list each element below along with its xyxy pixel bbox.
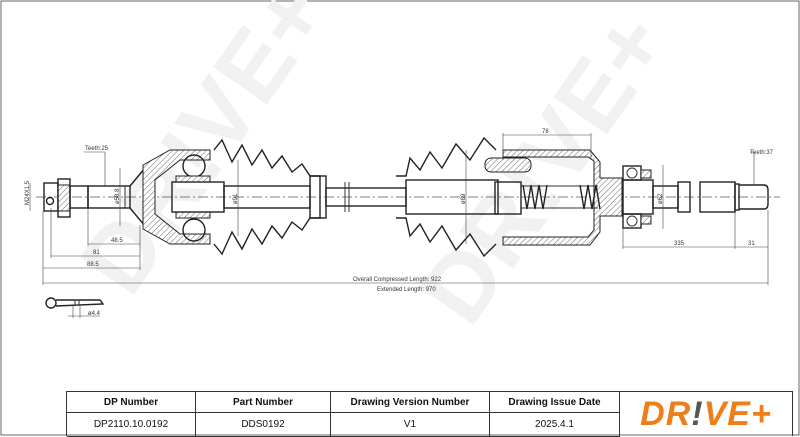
header-dp-number: DP Number xyxy=(67,392,196,413)
title-block-table: DP Number Part Number Drawing Version Nu… xyxy=(66,391,793,437)
overall-length-label: Overall Compressed Length: 922 xyxy=(353,277,442,283)
inner-boot xyxy=(396,136,497,258)
shaft-diameter-label: ø91 xyxy=(233,193,239,204)
outer-boot xyxy=(213,138,321,256)
thread-label: M24X1.5 xyxy=(25,180,31,205)
drive-plus-logo: DR!VE+ xyxy=(640,395,772,433)
value-drawing-version: V1 xyxy=(331,413,490,437)
bearing-diameter-label: ø62 xyxy=(658,193,664,204)
outer-cv-joint xyxy=(142,149,225,245)
dim-78: 78 xyxy=(542,129,549,135)
extended-length-label: Extended Length: 970 xyxy=(377,287,436,293)
outer-stub-shaft xyxy=(43,167,146,227)
value-issue-date: 2025.4.1 xyxy=(490,413,620,437)
dim-335: 335 xyxy=(674,241,685,247)
spline-diameter-label: ø58.8 xyxy=(115,188,121,204)
dim-48-5: 48.5 xyxy=(111,238,123,244)
housing-diameter-label: ø89 xyxy=(461,193,467,204)
pin-diameter-label: ø4.4 xyxy=(88,311,101,317)
dim-88-5: 88.5 xyxy=(87,262,99,268)
tripod-joint-housing xyxy=(484,149,623,246)
dim-81: 81 xyxy=(93,250,100,256)
header-drawing-version: Drawing Version Number xyxy=(331,392,490,413)
value-dp-number: DP2110.10.0192 xyxy=(67,413,196,437)
dimension-lines xyxy=(29,133,769,285)
cotter-pin xyxy=(45,297,105,318)
inner-stub-shaft xyxy=(652,181,769,213)
value-part-number: DDS0192 xyxy=(196,413,331,437)
inner-shaft xyxy=(405,179,499,215)
teeth-right-label: Teeth:37 xyxy=(750,150,774,156)
header-part-number: Part Number xyxy=(196,392,331,413)
teeth-left-label: Teeth:25 xyxy=(85,146,109,152)
dim-31: 31 xyxy=(748,241,755,247)
header-issue-date: Drawing Issue Date xyxy=(490,392,620,413)
